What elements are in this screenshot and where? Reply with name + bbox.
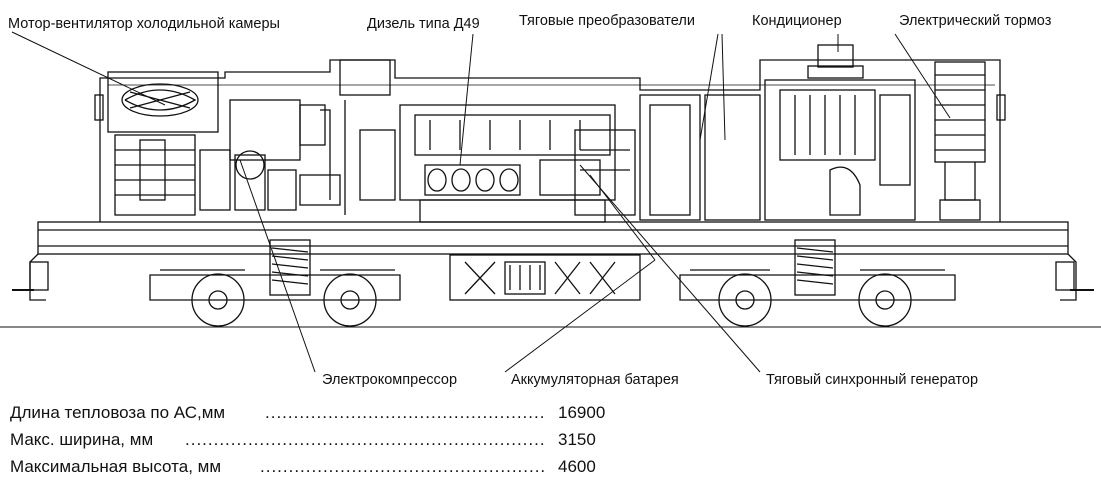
compressor-area — [229, 59, 391, 215]
spec-value: 16900 — [558, 403, 606, 422]
body-outline — [94, 59, 1006, 222]
spec-leader-dots: ........................................… — [185, 430, 545, 449]
right-wheel-1 — [718, 273, 772, 327]
spec-leader-dots: ........................................… — [260, 457, 545, 476]
spec-row-width: ........................................… — [10, 429, 610, 455]
spec-value: 3150 — [558, 430, 596, 449]
right-wheel-2 — [858, 273, 912, 327]
label-compressor: Электрокомпрессор — [322, 372, 457, 388]
left-wheel-2 — [323, 273, 377, 327]
component-labels: Мотор-вентилятор холодильной камеры Дизе… — [8, 13, 1052, 388]
spec-row-length: ........................................… — [10, 402, 610, 428]
electric-brake — [934, 61, 986, 221]
spec-value: 4600 — [558, 457, 596, 476]
right-bogie — [679, 239, 956, 327]
label-fan-motor: Мотор-вентилятор холодильной камеры — [8, 16, 280, 32]
spec-label: Длина тепловоза по АС,мм — [10, 402, 230, 424]
label-battery: Аккумуляторная батарея — [511, 372, 679, 388]
conditioner-cab — [764, 44, 916, 221]
label-generator: Тяговый синхронный генератор — [766, 372, 978, 388]
spec-label: Макс. ширина, мм — [10, 429, 158, 451]
battery-box — [449, 254, 641, 301]
spec-label: Максимальная высота, мм — [10, 456, 226, 478]
traction-converters — [574, 94, 761, 221]
left-wheel-1 — [191, 273, 245, 327]
label-diesel: Дизель типа Д49 — [367, 16, 480, 32]
diesel-engine — [359, 104, 616, 223]
left-bogie — [149, 239, 401, 327]
leader-lines — [11, 31, 951, 373]
spec-row-height: ........................................… — [10, 456, 610, 482]
spec-leader-dots: ........................................… — [265, 403, 545, 422]
fan-motor-section — [107, 71, 231, 216]
label-conditioner: Кондиционер — [752, 13, 842, 29]
main-frame — [12, 221, 1094, 301]
label-brake: Электрический тормоз — [899, 13, 1052, 29]
label-converters: Тяговые преобразователи — [519, 13, 695, 29]
